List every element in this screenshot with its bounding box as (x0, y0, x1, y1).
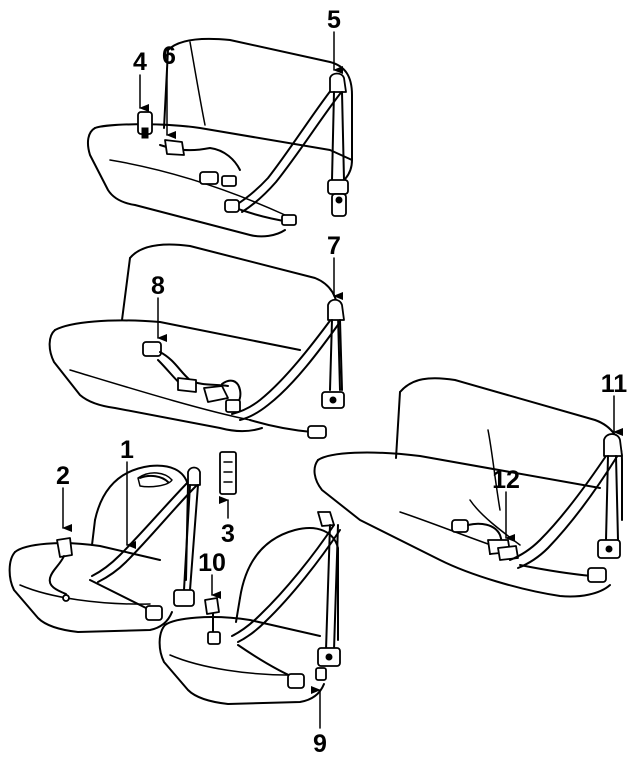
callout-leaders (62, 31, 623, 729)
second-row-bench-seat (48, 243, 341, 432)
callout-9: 9 (313, 730, 327, 758)
callout-6: 6 (162, 42, 176, 70)
callout-4: 4 (133, 48, 147, 76)
callout-2: 2 (56, 462, 70, 490)
callout-1: 1 (120, 436, 134, 464)
rear-right-seat-belt-hardware (451, 433, 623, 583)
front-left-bucket-seat (8, 464, 189, 633)
callout-5: 5 (327, 6, 341, 34)
callout-3: 3 (221, 520, 235, 548)
rear-bench-seat-right (313, 377, 623, 598)
callout-12: 12 (492, 466, 520, 494)
front-center-seat-belt-hardware (204, 511, 341, 689)
callout-8: 8 (151, 272, 165, 300)
third-row-bench-seat (86, 37, 353, 238)
second-row-seat-belt-hardware (142, 298, 345, 439)
callout-10: 10 (198, 549, 226, 577)
front-left-seat-belt-hardware (48, 451, 237, 621)
callout-labels: 1 2 3 4 5 6 7 8 9 10 11 12 (56, 6, 627, 758)
callout-7: 7 (327, 232, 341, 260)
callout-11: 11 (601, 370, 628, 398)
third-row-seat-belt-hardware (137, 72, 349, 226)
